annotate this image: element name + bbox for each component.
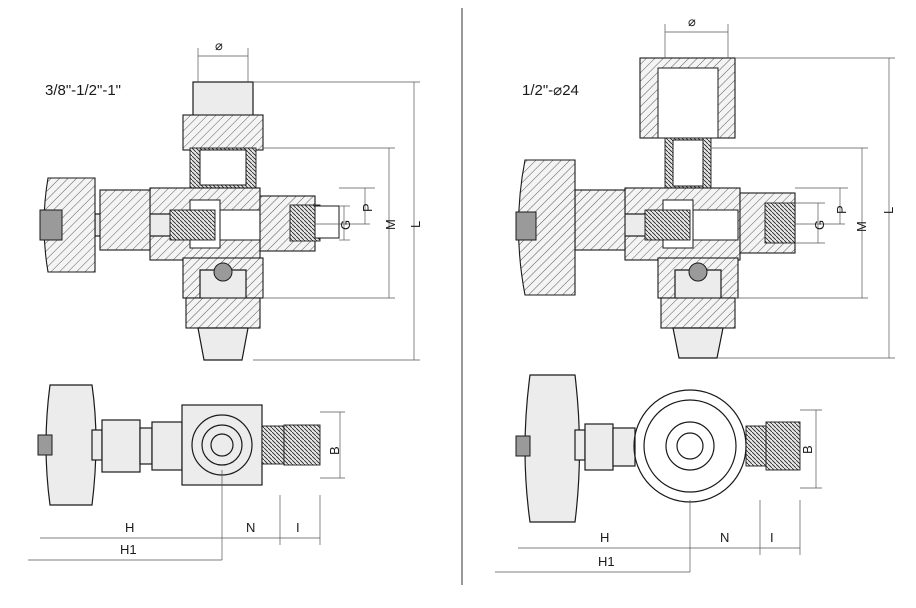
- right-valve-plan: [515, 374, 801, 523]
- left-plan-nut: [101, 419, 141, 473]
- left-H-label: H: [125, 520, 134, 535]
- left-valve-section: [39, 81, 340, 361]
- right-N-label: N: [720, 530, 729, 545]
- right-H-label: H: [600, 530, 609, 545]
- left-M-label: M: [383, 219, 398, 230]
- right-P-label: P: [834, 205, 849, 214]
- right-valve-section: [515, 57, 796, 359]
- right-H1-label: H1: [598, 554, 615, 569]
- left-top-fitting: [192, 81, 254, 121]
- left-handle-nut: [39, 209, 63, 241]
- left-diameter-label: ⌀: [215, 38, 223, 53]
- left-P-label: P: [360, 203, 375, 212]
- right-M-label: M: [854, 221, 869, 232]
- left-L-label: L: [408, 221, 423, 228]
- right-plan-body: [633, 389, 747, 503]
- left-H1-label: H1: [120, 542, 137, 557]
- left-dimensions: ⌀ L M P G: [197, 38, 423, 361]
- left-plan-dimensions: B H N I H1: [28, 411, 345, 561]
- right-I-label: I: [770, 530, 774, 545]
- right-handwheel: [517, 159, 576, 296]
- right-size-title: 1/2"-⌀24: [522, 82, 579, 99]
- right-dimensions: ⌀ L M P G: [664, 14, 896, 359]
- left-plan-handwheel: [45, 384, 97, 506]
- right-G-label: G: [812, 220, 827, 230]
- left-valve-plan: [37, 384, 321, 506]
- left-B-label: B: [327, 446, 342, 455]
- right-plan-dimensions: B H N I H1: [495, 409, 822, 573]
- left-bottom-nozzle: [197, 327, 249, 361]
- left-I-label: I: [296, 520, 300, 535]
- left-size-title: 3/8"-1/2"-1": [45, 82, 121, 99]
- left-G-label: G: [338, 220, 353, 230]
- left-N-label: N: [246, 520, 255, 535]
- right-handle-nut: [515, 211, 537, 241]
- right-B-label: B: [800, 445, 815, 454]
- right-plan-handwheel: [524, 374, 581, 523]
- right-bottom-nozzle: [672, 327, 724, 359]
- right-L-label: L: [881, 207, 896, 214]
- right-diameter-label: ⌀: [688, 14, 696, 29]
